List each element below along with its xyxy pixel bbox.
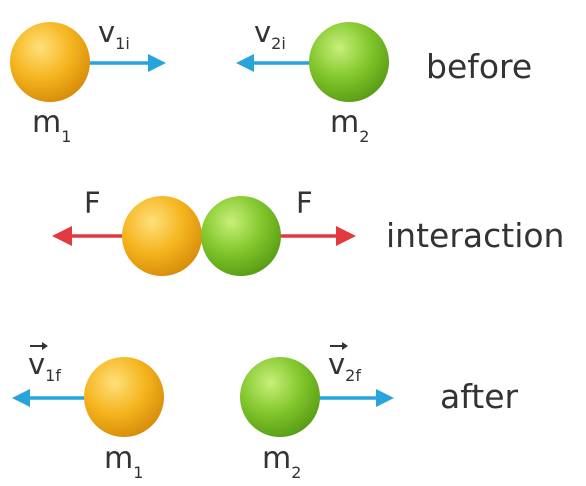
velocity-arrow-2-before: [236, 54, 310, 72]
velocity-label-2-before: v2i: [254, 15, 286, 53]
mass-label-2-before: m2: [330, 105, 369, 146]
ball-m2-interaction: [201, 196, 281, 276]
velocity-label-1-before: v1i: [98, 15, 130, 53]
interaction-row: F F interaction: [52, 186, 564, 276]
stage-label-interaction: interaction: [386, 216, 564, 255]
stage-label-after: after: [440, 377, 519, 416]
velocity-label-1-after: v1f: [28, 347, 61, 385]
mass-label-1-before: m1: [32, 105, 71, 146]
velocity-arrow-1-after: [12, 389, 86, 407]
velocity-arrow-2-after: [316, 389, 394, 407]
ball-m2-after: [240, 357, 320, 437]
velocity-arrow-1-before: [86, 54, 166, 72]
mass-label-1-after: m1: [104, 441, 143, 482]
ball-m1-before: [10, 22, 90, 102]
ball-m2-before: [309, 22, 389, 102]
stage-label-before: before: [426, 47, 532, 86]
before-row: v1i v2i m1 m2 before: [10, 15, 532, 146]
force-arrow-left: [52, 226, 130, 246]
force-label-left: F: [84, 186, 101, 220]
force-arrow-right: [272, 226, 356, 246]
after-row: v1f v2f m1 m2 after: [12, 342, 519, 482]
velocity-label-2-after: v2f: [328, 347, 361, 385]
ball-m1-interaction: [122, 196, 202, 276]
ball-m1-after: [84, 357, 164, 437]
force-label-right: F: [296, 186, 313, 220]
mass-label-2-after: m2: [262, 441, 301, 482]
